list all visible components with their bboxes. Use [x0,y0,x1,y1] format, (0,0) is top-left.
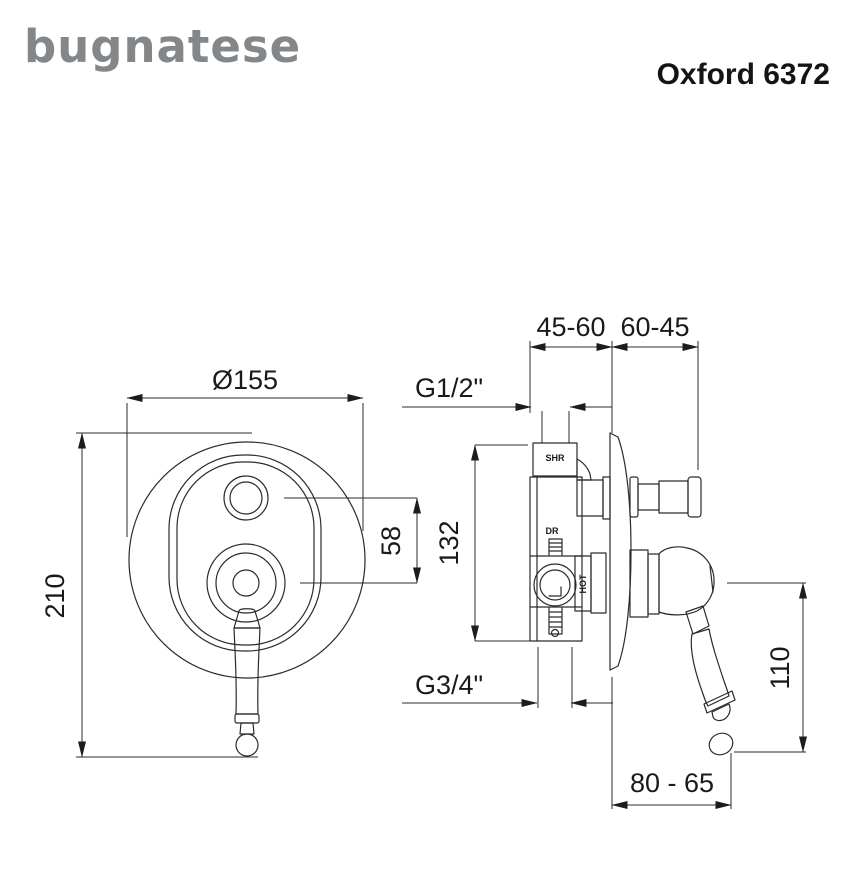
cartridge-inner [539,569,571,601]
handle-neck-front [233,608,261,629]
handle-ball-front [235,733,259,757]
outlet-funnel [576,458,592,481]
diverter-knob-inner [229,481,263,515]
dim-label-thread-top: G1/2" [415,373,483,403]
port-label-shower: SHR [545,453,565,463]
handle-rosette-mid [215,552,277,614]
handle-neck-side [685,605,710,635]
dimensions: Ø155 210 58 [40,312,807,809]
stub-end-hole [550,628,560,638]
brand-logo: bugnatese [24,20,302,73]
dim-plate-diameter: Ø155 [126,365,364,537]
dim-handle-height: 110 [727,582,807,753]
dim-label-centers: 58 [376,526,406,556]
dim-label-wall-left: 45-60 [536,312,605,342]
dim-thread-top: G1/2" [402,373,612,443]
handle-lever-front [233,627,261,715]
handle-base-side [629,549,649,618]
dim-wall-depth: 45-60 60-45 [529,312,699,470]
diverter-stem-housing [576,479,604,517]
dim-label-body: 132 [434,520,464,565]
cartridge-notch [548,586,562,597]
knob-stem [637,483,660,511]
handle-lever-side [690,628,730,707]
inlet-stub-bottom [548,606,563,635]
handle-rosette-outer [206,543,286,623]
dim-body-height: 132 [434,444,531,642]
knob-barrel [658,480,689,514]
dim-label-handle: 110 [765,646,795,689]
handle-collar-front [234,713,260,724]
handle-ball-side [708,732,734,756]
escutcheon-outer-circle [128,441,366,679]
side-view-valve [529,432,736,756]
handle-rosette-hub [232,569,260,597]
cartridge-outer [533,563,577,607]
port-label-drain: DR [546,526,559,536]
dim-overall-height: 210 [40,432,258,758]
valve-body-column [529,476,583,642]
dim-center-spacing: 58 [284,497,421,584]
plate-face-profile [609,432,632,671]
escutcheon-oval-plate [168,454,322,652]
knob-flange [629,476,639,518]
dim-label-thread-bottom: G3/4" [415,670,483,700]
knob-end-cap [687,476,702,518]
front-view-mixer [128,441,366,757]
handle-collar-side [703,690,736,714]
dome-seam [709,565,714,593]
mounting-bracket [590,552,607,614]
dim-label-height: 210 [40,573,70,618]
dim-label-wall-right: 60-45 [620,312,689,342]
dim-handle-depth: 80 - 65 [611,677,732,809]
handle-ring-side [647,553,660,615]
dim-thread-bottom: G3/4" [402,647,613,708]
product-title: Oxford 6372 [656,58,830,91]
handle-stem-side [711,703,731,722]
diverter-knob-outer [223,475,269,521]
diverter-stem-cap [602,476,611,520]
port-label-hot: HOT [578,574,588,594]
escutcheon-oval-inner [176,461,315,646]
handle-stem-front [239,722,255,735]
port-labels: SHR DR HOT [545,453,588,594]
dim-label-depth: 80 - 65 [630,768,714,798]
dim-label-diameter: Ø155 [212,365,278,395]
handle-dome-side [658,546,715,616]
